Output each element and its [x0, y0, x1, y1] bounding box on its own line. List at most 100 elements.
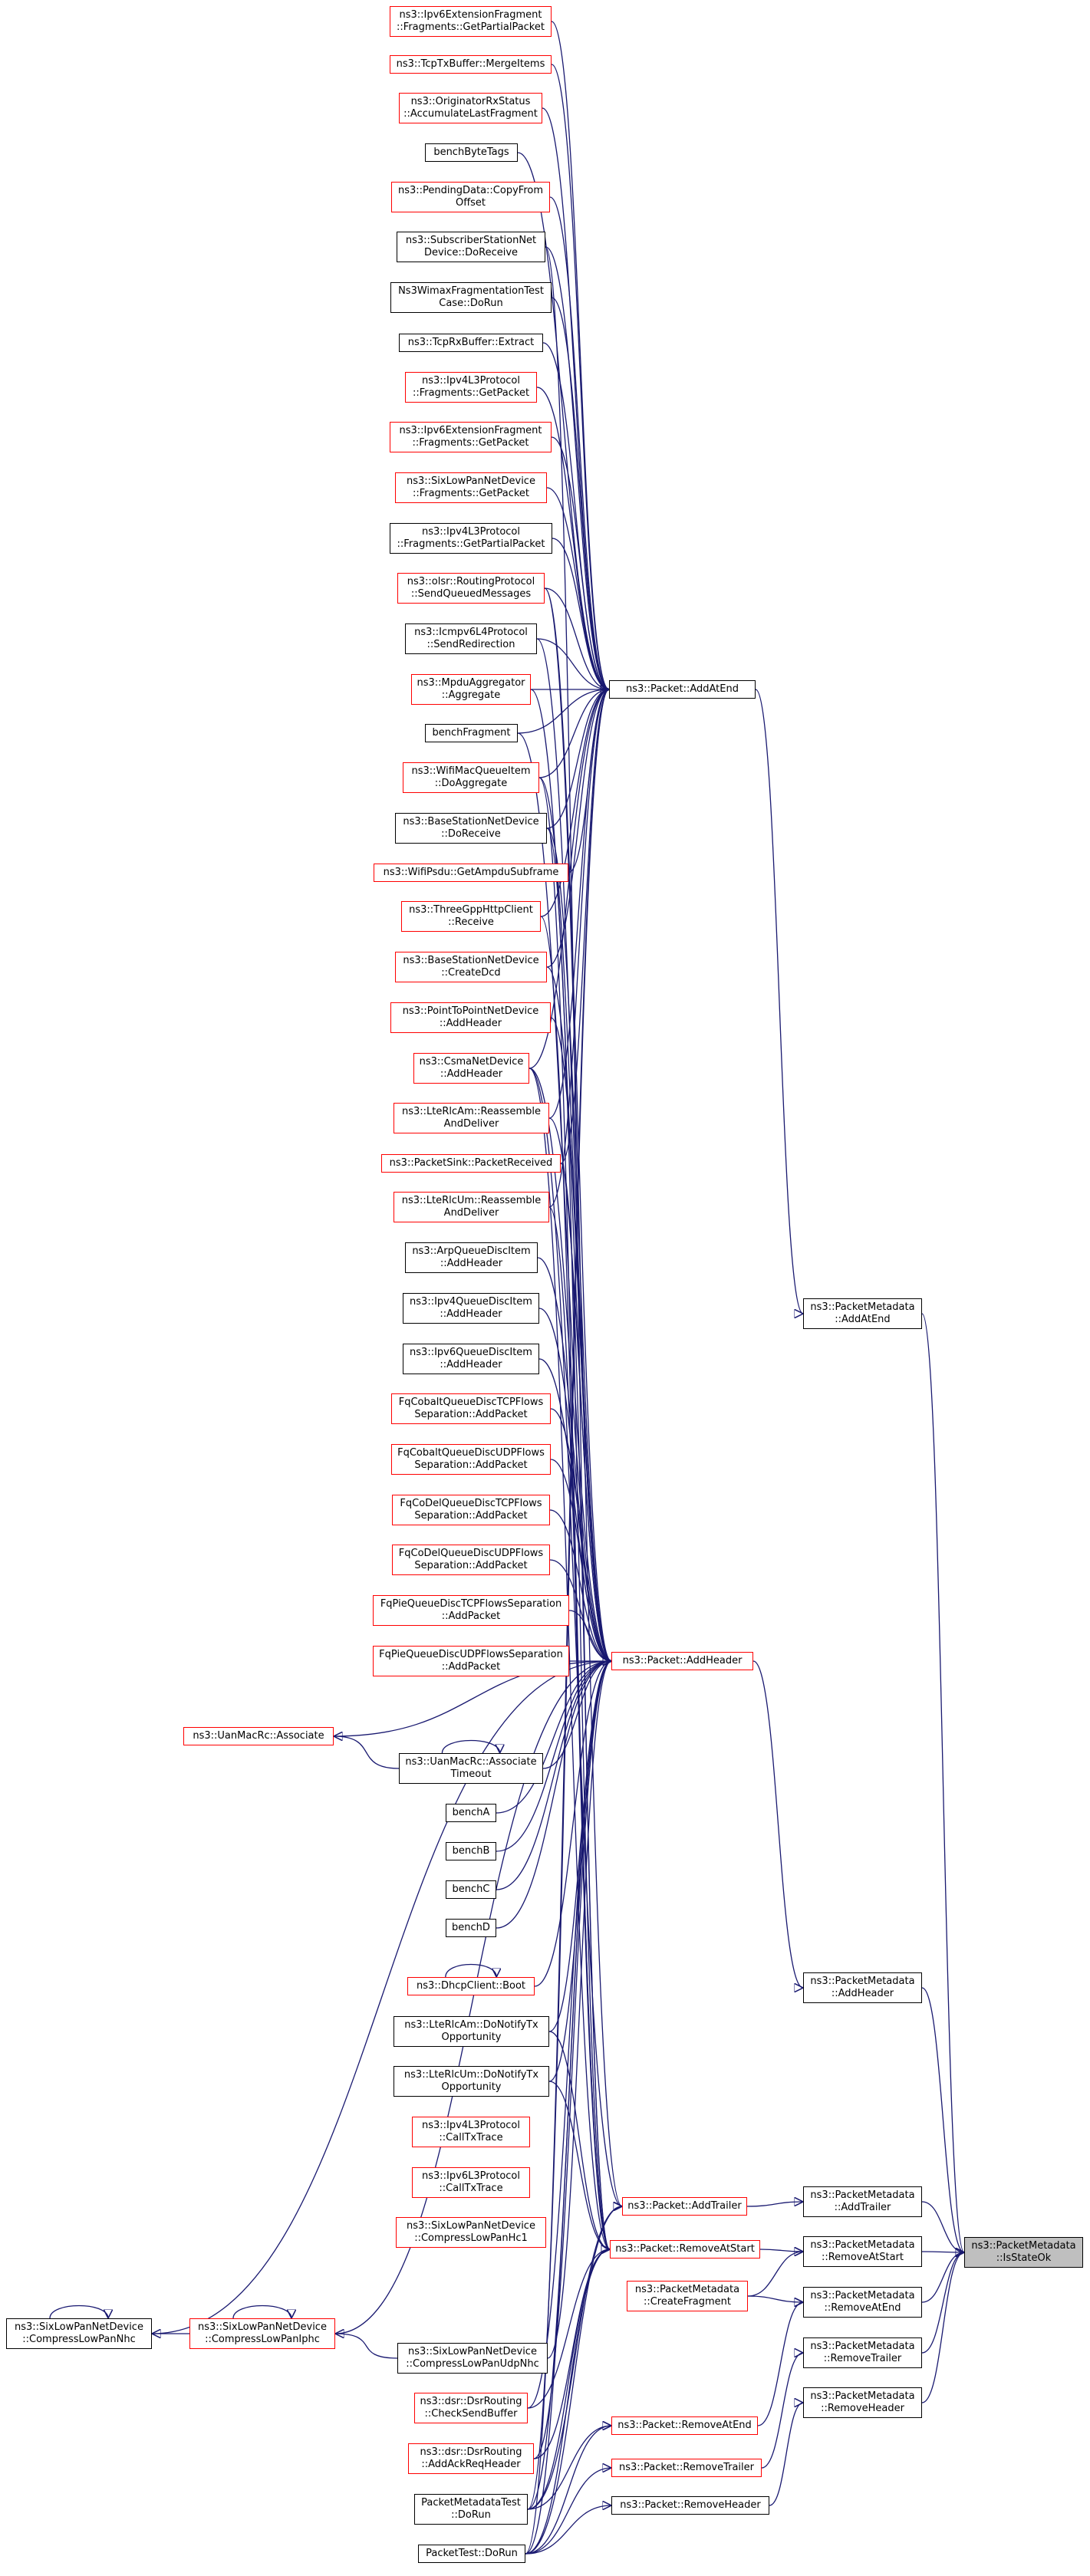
call-edge — [551, 436, 610, 689]
node-ipv4-fragments-get-packet[interactable]: ns3::Ipv4L3Protocol ::Fragments::GetPack… — [405, 372, 537, 403]
call-edge — [525, 2505, 611, 2555]
node-packet-metadata-add-at-end[interactable]: ns3::PacketMetadata ::AddAtEnd — [803, 1298, 922, 1329]
node-packet-metadata-remove-at-start[interactable]: ns3::PacketMetadata ::RemoveAtStart — [803, 2236, 922, 2267]
node-lte-rlc-am-reassemble[interactable]: ns3::LteRlcAm::Reassemble AndDeliver — [394, 1103, 549, 1133]
call-edge — [546, 689, 610, 829]
node-packet-remove-at-start[interactable]: ns3::Packet::RemoveAtStart — [610, 2240, 760, 2259]
node-tcp-rx-buffer-extract[interactable]: ns3::TcpRxBuffer::Extract — [399, 334, 543, 352]
call-edge — [540, 689, 610, 917]
node-bench-d[interactable]: benchD — [446, 1919, 496, 1937]
node-wifi-mac-queue-item-do-aggregate[interactable]: ns3::WifiMacQueueItem ::DoAggregate — [403, 762, 539, 793]
call-edge — [759, 2249, 803, 2252]
node-packet-metadata-create-fragment[interactable]: ns3::PacketMetadata ::CreateFragment — [627, 2281, 748, 2311]
node-fq-cobalt-tcp-add-packet[interactable]: FqCobaltQueueDiscTCPFlows Separation::Ad… — [391, 1393, 551, 1424]
node-sixlowpan-compress-udp-nhc[interactable]: ns3::SixLowPanNetDevice ::CompressLowPan… — [397, 2343, 548, 2374]
node-packet-remove-at-end[interactable]: ns3::Packet::RemoveAtEnd — [611, 2416, 758, 2435]
node-ipv4-queue-disc-item-add-header[interactable]: ns3::Ipv4QueueDiscItem ::AddHeader — [403, 1293, 539, 1324]
call-edge — [151, 1661, 611, 2334]
node-packet-metadata-remove-at-end[interactable]: ns3::PacketMetadata ::RemoveAtEnd — [803, 2287, 922, 2318]
node-packet-test-do-run[interactable]: PacketTest::DoRun — [418, 2545, 525, 2563]
call-edge — [334, 1736, 400, 1769]
node-olsr-send-queued-messages[interactable]: ns3::olsr::RoutingProtocol ::SendQueuedM… — [397, 573, 545, 604]
node-bench-fragment[interactable]: benchFragment — [425, 724, 518, 742]
call-edge — [757, 2302, 804, 2426]
node-packet-metadata-remove-header[interactable]: ns3::PacketMetadata ::RemoveHeader — [803, 2387, 922, 2418]
node-packet-metadata-add-trailer[interactable]: ns3::PacketMetadata ::AddTrailer — [803, 2186, 922, 2217]
node-dsr-add-ack-req-header[interactable]: ns3::dsr::DsrRouting ::AddAckReqHeader — [408, 2443, 534, 2474]
node-arp-queue-disc-item-add-header[interactable]: ns3::ArpQueueDiscItem ::AddHeader — [405, 1242, 538, 1273]
call-edge — [747, 2252, 803, 2297]
call-edge — [529, 1068, 623, 2206]
node-tcp-tx-buffer-merge-items[interactable]: ns3::TcpTxBuffer::MergeItems — [390, 55, 552, 74]
call-edge — [550, 1459, 612, 1661]
node-fq-pie-udp-add-packet[interactable]: FqPieQueueDiscUDPFlowsSeparation ::AddPa… — [373, 1646, 569, 1676]
node-fq-cobalt-udp-add-packet[interactable]: FqCobaltQueueDiscUDPFlows Separation::Ad… — [391, 1444, 551, 1475]
node-subscriber-station-do-receive[interactable]: ns3::SubscriberStationNet Device::DoRece… — [397, 232, 545, 262]
call-edge — [552, 538, 610, 689]
node-base-station-do-receive[interactable]: ns3::BaseStationNetDevice ::DoReceive — [395, 813, 547, 844]
call-edge — [921, 1313, 965, 2252]
node-lte-rlc-um-reassemble[interactable]: ns3::LteRlcUm::Reassemble AndDeliver — [394, 1192, 549, 1222]
node-icmpv6-send-redirection[interactable]: ns3::Icmpv6L4Protocol ::SendRedirection — [405, 623, 537, 654]
node-pending-data-copy-from-offset[interactable]: ns3::PendingData::CopyFrom Offset — [391, 182, 550, 212]
call-edge — [525, 2468, 611, 2555]
node-sixlowpan-compress-hc1[interactable]: ns3::SixLowPanNetDevice ::CompressLowPan… — [396, 2217, 546, 2248]
node-mpdu-aggregator-aggregate[interactable]: ns3::MpduAggregator ::Aggregate — [411, 674, 531, 705]
node-wimax-fragmentation-test-do-run[interactable]: Ns3WimaxFragmentationTest Case::DoRun — [390, 282, 552, 313]
node-csma-add-header[interactable]: ns3::CsmaNetDevice ::AddHeader — [413, 1053, 529, 1084]
call-edge — [534, 1661, 612, 1987]
call-edge — [548, 689, 610, 1208]
node-uan-mac-rc-associate[interactable]: ns3::UanMacRc::Associate — [183, 1727, 334, 1745]
node-bench-byte-tags[interactable]: benchByteTags — [425, 143, 518, 162]
call-edge — [496, 1661, 611, 1814]
node-uan-mac-rc-associate-timeout[interactable]: ns3::UanMacRc::Associate Timeout — [399, 1753, 543, 1784]
node-packet-metadata-test-do-run[interactable]: PacketMetadataTest ::DoRun — [414, 2494, 528, 2525]
node-packet-remove-trailer[interactable]: ns3::Packet::RemoveTrailer — [611, 2459, 762, 2477]
call-edge — [547, 1661, 612, 2359]
node-point-to-point-add-header[interactable]: ns3::PointToPointNetDevice ::AddHeader — [390, 1002, 551, 1033]
node-fq-codel-udp-add-packet[interactable]: FqCoDelQueueDiscUDPFlows Separation::Add… — [392, 1545, 550, 1575]
call-edge — [527, 2206, 622, 2510]
node-packet-metadata-remove-trailer[interactable]: ns3::PacketMetadata ::RemoveTrailer — [803, 2337, 922, 2368]
node-packet-remove-header[interactable]: ns3::Packet::RemoveHeader — [611, 2496, 769, 2515]
node-fq-codel-tcp-add-packet[interactable]: FqCoDelQueueDiscTCPFlows Separation::Add… — [392, 1495, 550, 1525]
node-sixlowpan-compress-iphc[interactable]: ns3::SixLowPanNetDevice ::CompressLowPan… — [189, 2318, 335, 2349]
node-ipv6-queue-disc-item-add-header[interactable]: ns3::Ipv6QueueDiscItem ::AddHeader — [403, 1344, 539, 1374]
call-edge — [335, 2334, 398, 2359]
node-packet-add-at-end[interactable]: ns3::Packet::AddAtEnd — [609, 680, 756, 699]
call-edge — [548, 2081, 611, 2249]
call-edge — [536, 638, 609, 689]
node-originator-rx-status-accumulate[interactable]: ns3::OriginatorRxStatus ::AccumulateLast… — [399, 93, 542, 123]
call-edge — [525, 1661, 612, 2555]
call-edge — [921, 2252, 965, 2303]
node-ipv6-fragments-get-packet[interactable]: ns3::Ipv6ExtensionFragment ::Fragments::… — [390, 422, 552, 452]
node-bench-c[interactable]: benchC — [446, 1880, 496, 1899]
node-sixlowpan-fragments-get-packet[interactable]: ns3::SixLowPanNetDevice ::Fragments::Get… — [395, 472, 547, 503]
node-ipv4-call-tx-trace[interactable]: ns3::Ipv4L3Protocol ::CallTxTrace — [412, 2117, 530, 2147]
node-bench-b[interactable]: benchB — [446, 1842, 496, 1860]
node-dhcp-client-boot[interactable]: ns3::DhcpClient::Boot — [407, 1977, 535, 1995]
node-sixlowpan-compress-nhc[interactable]: ns3::SixLowPanNetDevice ::CompressLowPan… — [6, 2318, 152, 2349]
node-ipv6-call-tx-trace[interactable]: ns3::Ipv6L3Protocol ::CallTxTrace — [412, 2167, 530, 2198]
node-wifi-psdu-get-ampdu-subframe[interactable]: ns3::WifiPsdu::GetAmpduSubframe — [374, 864, 568, 882]
call-edge — [549, 1509, 612, 1661]
node-packet-metadata-is-state-ok: ns3::PacketMetadata ::IsStateOk — [964, 2237, 1083, 2268]
node-fq-pie-tcp-add-packet[interactable]: FqPieQueueDiscTCPFlowsSeparation ::AddPa… — [373, 1595, 569, 1626]
node-lte-rlc-am-do-notify-tx[interactable]: ns3::LteRlcAm::DoNotifyTx Opportunity — [394, 2016, 549, 2047]
node-packet-metadata-add-header[interactable]: ns3::PacketMetadata ::AddHeader — [803, 1972, 922, 2003]
node-bench-a[interactable]: benchA — [446, 1804, 496, 1822]
node-packet-add-header[interactable]: ns3::Packet::AddHeader — [611, 1652, 753, 1670]
node-packet-add-trailer[interactable]: ns3::Packet::AddTrailer — [622, 2197, 747, 2216]
node-lte-rlc-um-do-notify-tx[interactable]: ns3::LteRlcUm::DoNotifyTx Opportunity — [394, 2066, 549, 2097]
node-dsr-check-send-buffer[interactable]: ns3::dsr::DsrRouting ::CheckSendBuffer — [414, 2393, 528, 2423]
call-edge — [525, 2426, 611, 2555]
node-packet-sink-packet-received[interactable]: ns3::PacketSink::PacketReceived — [381, 1154, 561, 1173]
call-edge — [921, 2252, 965, 2403]
call-edge — [560, 1163, 611, 2249]
node-ipv6-fragment-get-partial-packet[interactable]: ns3::Ipv6ExtensionFragment ::Fragments::… — [390, 6, 552, 37]
node-three-gpp-http-client-receive[interactable]: ns3::ThreeGppHttpClient ::Receive — [401, 901, 541, 932]
node-base-station-create-dcd[interactable]: ns3::BaseStationNetDevice ::CreateDcd — [395, 952, 547, 982]
node-ipv4-fragments-get-partial-packet[interactable]: ns3::Ipv4L3Protocol ::Fragments::GetPart… — [390, 523, 552, 554]
